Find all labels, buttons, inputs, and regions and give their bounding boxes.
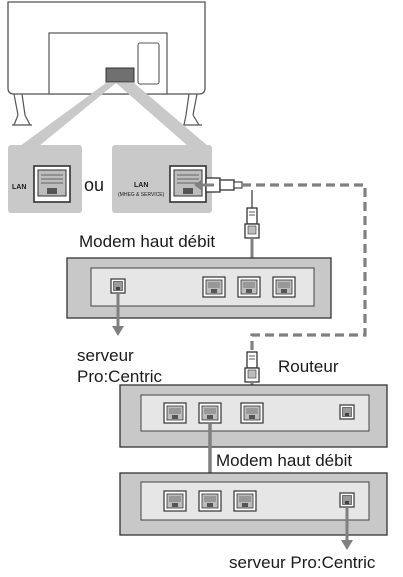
modem-top-device xyxy=(66,257,332,319)
lan-label: LAN xyxy=(12,184,27,191)
callout-wedge-left xyxy=(20,83,116,146)
or-label: ou xyxy=(84,175,105,195)
server-left-label-line1: serveur xyxy=(77,346,134,365)
lan-service-port-icon xyxy=(169,165,207,203)
modem-bottom-label: Modem haut débit xyxy=(216,451,353,470)
router-label: Routeur xyxy=(278,357,339,376)
tv-back xyxy=(7,1,206,126)
plug-modem-top xyxy=(244,207,260,239)
modem-top-label: Modem haut débit xyxy=(79,232,216,251)
plug-router xyxy=(244,351,260,383)
server-bottom-label: serveur Pro:Centric xyxy=(229,553,376,572)
server-left-label-line2: Pro:Centric xyxy=(77,367,163,386)
lan-port-icon xyxy=(33,165,71,203)
lan-service-label: LAN xyxy=(134,182,149,189)
callout-wedge-right xyxy=(116,83,208,146)
router-device xyxy=(119,384,388,448)
modem-bottom-device xyxy=(119,472,388,536)
dashed-cable-to-router xyxy=(242,183,367,352)
lan-service-sublabel: (MHEG & SERVICE) xyxy=(118,192,165,198)
